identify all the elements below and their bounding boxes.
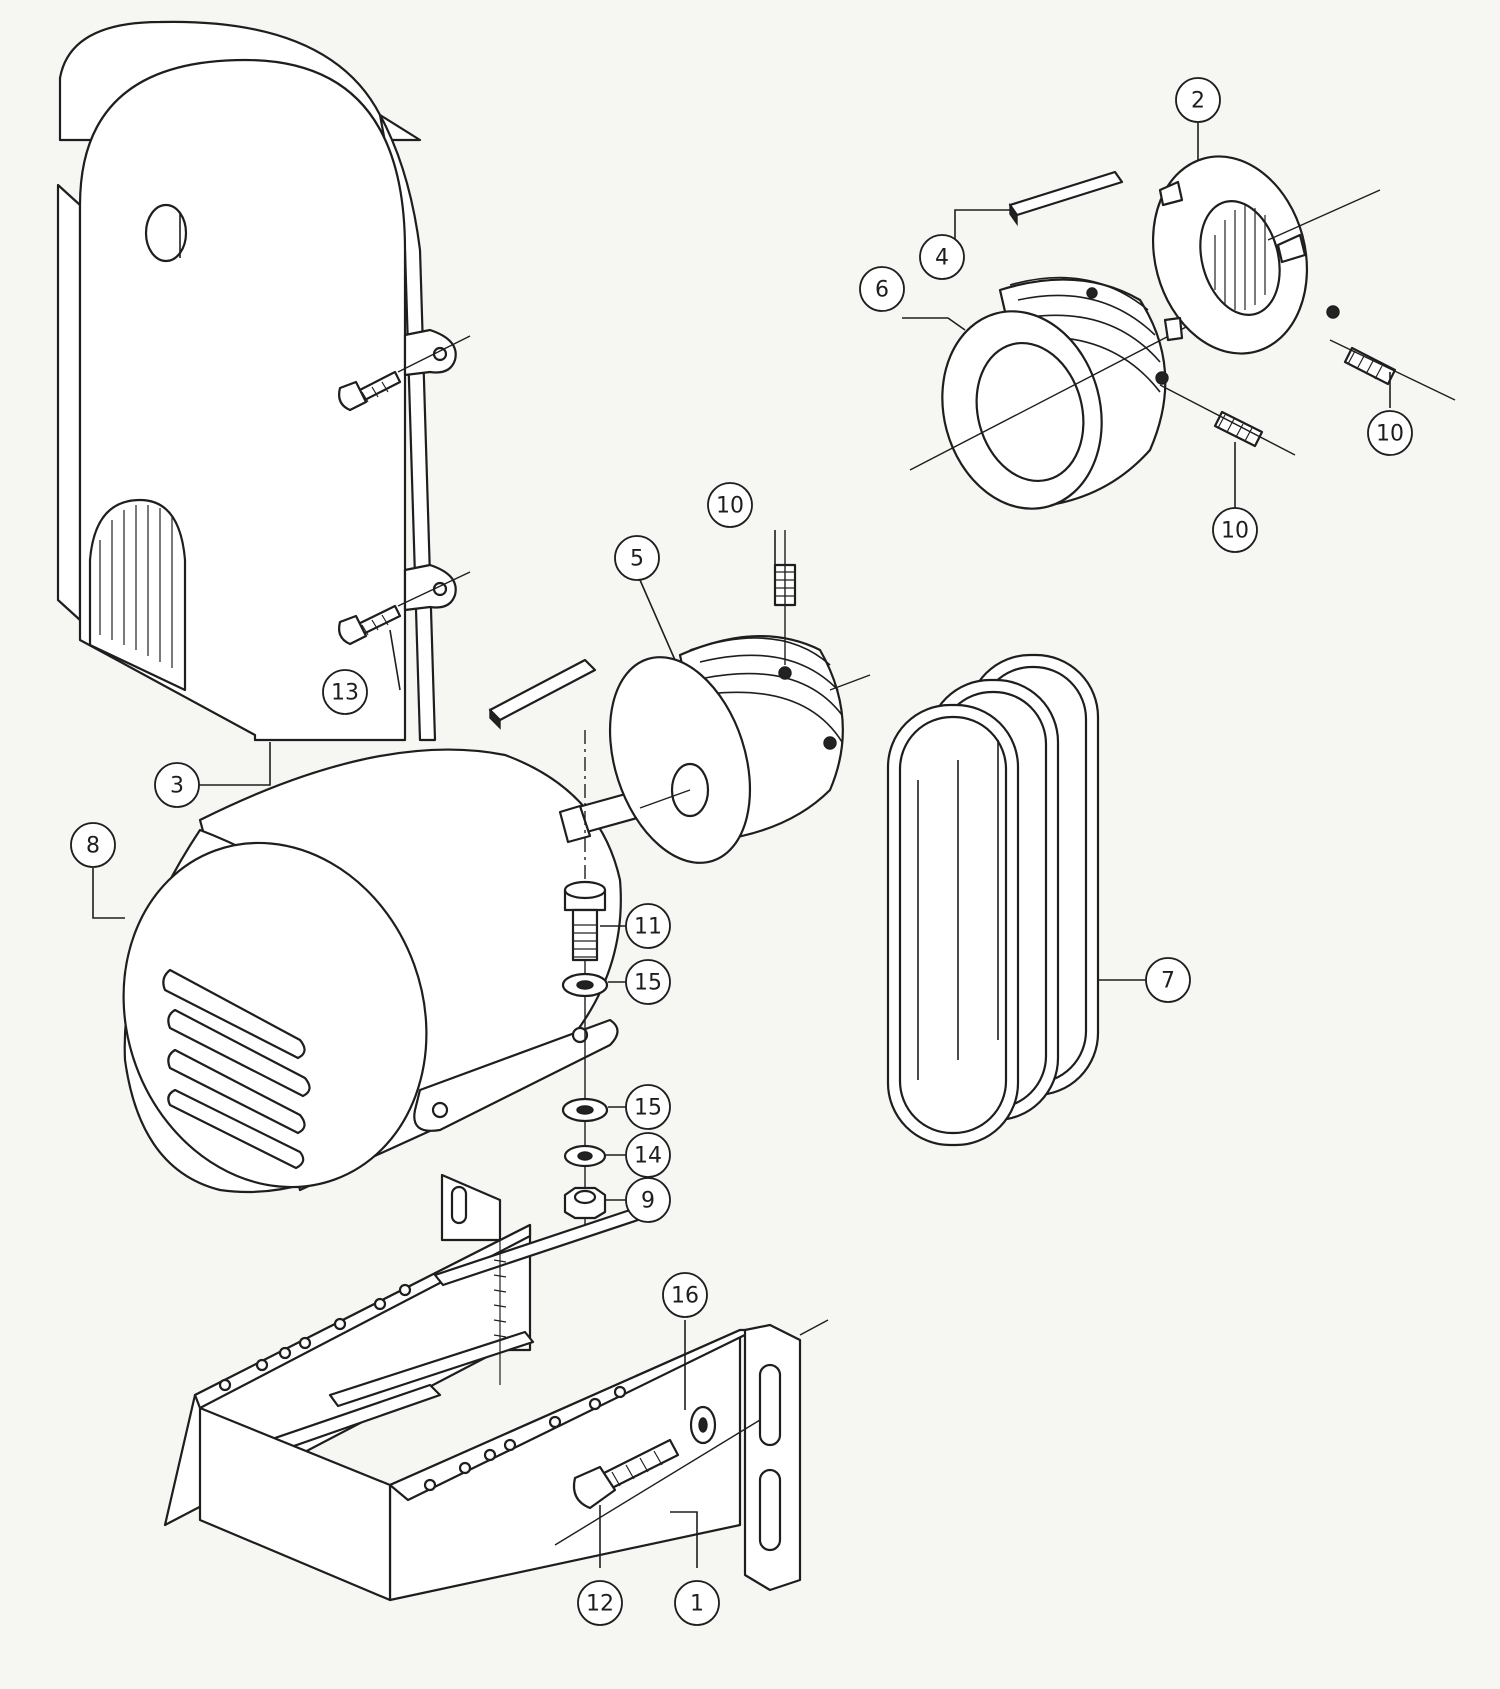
callout-13: 13: [322, 669, 368, 715]
callout-7-label: 7: [1161, 969, 1175, 994]
set-screw-pulley-5: [773, 530, 797, 665]
callout-14: 14: [625, 1132, 671, 1178]
callout-3: 3: [154, 762, 200, 808]
callout-9: 9: [625, 1177, 671, 1223]
belt-guard-cover: [56, 20, 471, 742]
callout-10-pulley-6: 10: [1212, 507, 1258, 553]
shaft-key: [488, 658, 597, 730]
pulley-key: [1008, 170, 1124, 227]
callout-12-label: 12: [586, 1592, 614, 1617]
callout-15-upper-label: 15: [634, 971, 662, 996]
callout-16: 16: [662, 1272, 708, 1318]
callout-4-label: 4: [935, 246, 949, 271]
motor-pulley: [608, 635, 871, 864]
callout-16-label: 16: [671, 1284, 699, 1309]
callout-7: 7: [1145, 957, 1191, 1003]
set-screw-pulley-6: [1159, 384, 1296, 456]
set-screw-top-right: [1329, 339, 1456, 401]
callout-6-label: 6: [875, 278, 889, 303]
callout-10-top-right-label: 10: [1376, 422, 1404, 447]
callout-1-label: 1: [690, 1592, 704, 1617]
callout-15-lower-label: 15: [634, 1096, 662, 1121]
callout-1: 1: [674, 1580, 720, 1626]
motor: [122, 748, 650, 1194]
callout-11-label: 11: [634, 915, 662, 940]
callout-5-label: 5: [630, 547, 644, 572]
callout-13-label: 13: [331, 681, 359, 706]
callout-15-lower: 15: [625, 1084, 671, 1130]
callout-9-label: 9: [641, 1189, 655, 1214]
bushing: [1151, 155, 1381, 355]
callout-6: 6: [859, 266, 905, 312]
callout-11: 11: [625, 903, 671, 949]
callout-14-label: 14: [634, 1144, 662, 1169]
callout-12: 12: [577, 1580, 623, 1626]
motor-mount-base: [163, 1173, 829, 1602]
callout-10-top-right: 10: [1367, 410, 1413, 456]
callout-8-label: 8: [86, 834, 100, 859]
callout-15-upper: 15: [625, 959, 671, 1005]
callout-2-label: 2: [1191, 89, 1205, 114]
fastener-stack: [561, 730, 609, 1235]
callout-4: 4: [919, 234, 965, 280]
callout-5: 5: [614, 535, 660, 581]
callout-10-pulley-5-label: 10: [716, 494, 744, 519]
callout-10-pulley-6-label: 10: [1221, 519, 1249, 544]
callout-10-pulley-5: 10: [707, 482, 753, 528]
driven-pulley: [909, 276, 1191, 510]
v-belts: [886, 653, 1100, 1147]
callout-2: 2: [1175, 77, 1221, 123]
callout-8: 8: [70, 822, 116, 868]
callout-3-label: 3: [170, 774, 184, 799]
